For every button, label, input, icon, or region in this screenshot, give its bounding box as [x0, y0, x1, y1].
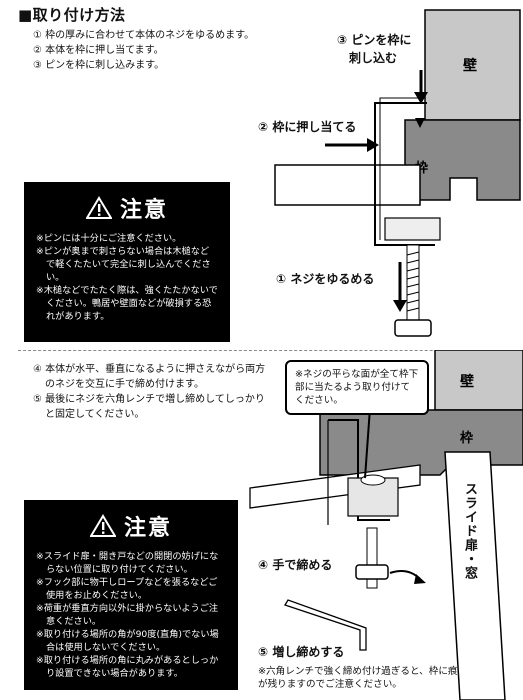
caution-box-2: 注意 ※スライド扉・開き戸などの開閉の妨げにならない位置に取り付けてください。 …: [24, 500, 238, 690]
diagram-tighten: 壁 枠: [249, 350, 523, 700]
step-list-top: ① 枠の厚みに合わせて本体のネジをゆるめます。 ② 本体を枠に押し当てます。 ③…: [33, 28, 303, 73]
screw-shaft-2: [366, 527, 378, 589]
screw-knob-2: [355, 564, 389, 580]
caution1-item: ※木槌などでたたく際は、強くたたかないでください。鴨居や壁面などが破損する恐れが…: [36, 285, 218, 322]
label-pin: ③ ピンを枠に 刺し込む: [337, 33, 412, 65]
door-label: スライド扉・窓: [462, 482, 477, 580]
arrow-press-icon: [325, 138, 379, 152]
diagram-loosen-and-press: 壁 枠: [274, 9, 521, 337]
pin: [415, 118, 425, 128]
caution-heading-2: 注意: [123, 516, 172, 541]
label-press: ② 枠に押し当てる: [258, 120, 357, 134]
caution2-item: ※取り付ける場所の角が90度(直角)でない場合は使用しないでください。: [36, 629, 219, 653]
hex-key: [284, 599, 367, 651]
wall-block-2: [434, 350, 523, 411]
label-hand: ④ 手で締める: [258, 558, 333, 572]
caution-heading-1: 注意: [119, 198, 168, 223]
note-screw-surface: ※ネジの平らな面が全て枠下部に当たるよう取り付けてください。: [285, 360, 429, 415]
step-4: ④ 本体が水平、垂直になるように押さえながら両方のネジを交互に手で締め付けます。: [33, 364, 266, 390]
bracket-2: [328, 419, 390, 521]
arrow-pin-icon: [414, 70, 428, 104]
frame-block-1: [404, 119, 521, 201]
step-list-bottom: ④ 本体が水平、垂直になるように押さえながら両方のネジを交互に手で締め付けます。…: [33, 362, 273, 422]
door-panel: [444, 451, 506, 700]
frame-label-2: 枠: [460, 430, 473, 446]
screw-knob: [394, 319, 432, 337]
clamp-bar: [274, 164, 421, 206]
caution-box-1: 注意 ※ピンには十分にご注意ください。 ※ピンが奥まで刺さらない場合は木槌などで…: [24, 182, 230, 342]
screw-top: [360, 474, 386, 486]
warning-icon: [85, 196, 112, 219]
label-loosen: ① ネジをゆるめる: [276, 272, 375, 286]
caution1-item: ※ピンが奥まで刺さらない場合は木槌などで軽くたたいて完全に刺し込んでください。: [36, 246, 211, 283]
wall-label-1: 壁: [463, 57, 477, 74]
caution2-item: ※荷重が垂直方向以外に掛からないようご注意ください。: [36, 603, 219, 627]
step-1: ① 枠の厚みに合わせて本体のネジをゆるめます。: [33, 30, 255, 41]
warning-icon: [89, 514, 116, 537]
label-tighten: ⑤ 増し締めする: [258, 645, 345, 659]
divider: [18, 350, 508, 351]
step-3: ③ ピンを枠に刺し込みます。: [33, 60, 165, 71]
caution2-item: ※取り付ける場所の角に丸みがあるとしっかり設置できない場合があります。: [36, 655, 219, 679]
wall-label-2: 壁: [460, 373, 474, 390]
page-title: ■取り付け方法: [18, 6, 126, 24]
caution2-item: ※スライド扉・開き戸などの開閉の妨げにならない位置に取り付けてください。: [36, 551, 219, 575]
caution1-item: ※ピンには十分にご注意ください。: [36, 233, 182, 244]
step-2: ② 本体を枠に押し当てます。: [33, 45, 164, 56]
arrow-loosen-icon: [393, 262, 407, 312]
step-5: ⑤ 最後にネジを六角レンチで増し締めしてしっかりと固定してください。: [33, 394, 265, 420]
clamp-plate: [384, 217, 441, 241]
note-bottom: ※六角レンチで強く締め付け過ぎると、枠に痕が残りますのでご注意ください。: [258, 666, 458, 690]
bracket: [374, 102, 435, 246]
caution2-item: ※フック部に物干しロープなどを張るなどご使用をお止めください。: [36, 577, 218, 601]
